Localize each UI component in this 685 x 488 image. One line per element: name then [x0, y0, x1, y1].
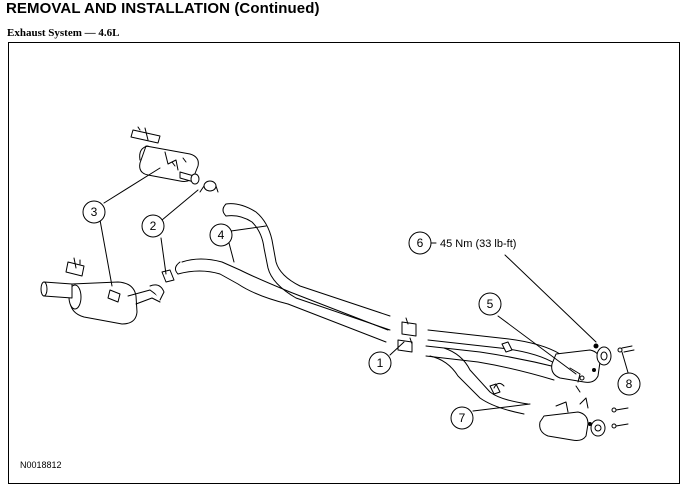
- leader-lines: [99, 167, 630, 412]
- callout-2-circle: [141, 214, 165, 238]
- torque-spec-label: 45 Nm (33 lb-ft): [440, 238, 516, 250]
- clamp: [161, 180, 219, 283]
- figure-frame: [8, 42, 680, 484]
- callout-1-circle: [368, 351, 392, 375]
- section-title: Exhaust System — 4.6L: [7, 27, 120, 39]
- callout-6-circle: [408, 231, 432, 255]
- upper-catalytic-converter: [551, 343, 612, 393]
- callout-8-label: 8: [626, 377, 633, 391]
- callout-8-circle: [617, 372, 641, 396]
- callout-4-circle: [209, 223, 233, 247]
- upper-muffler: [130, 126, 200, 185]
- callout-7-circle: [450, 406, 474, 430]
- callout-6-label: 6: [417, 236, 424, 250]
- callout-3-label: 3: [91, 205, 98, 219]
- callout-3-circle: [82, 200, 106, 224]
- page-title: REMOVAL AND INSTALLATION (Continued): [6, 0, 320, 17]
- callout-2-label: 2: [150, 219, 157, 233]
- callout-7-label: 7: [459, 411, 466, 425]
- connection-clamps: [397, 317, 417, 353]
- figure-id: N0018812: [20, 460, 62, 470]
- callout-1-label: 1: [377, 356, 384, 370]
- callout-4-label: 4: [218, 228, 225, 242]
- intermediate-pipe: [174, 203, 391, 343]
- lower-muffler: [40, 257, 165, 325]
- fasteners: [579, 345, 635, 429]
- callout-5-circle: [478, 292, 502, 316]
- front-pipe-assembly: [425, 329, 561, 415]
- callout-5-label: 5: [487, 297, 494, 311]
- lower-catalytic-converter: [539, 397, 606, 441]
